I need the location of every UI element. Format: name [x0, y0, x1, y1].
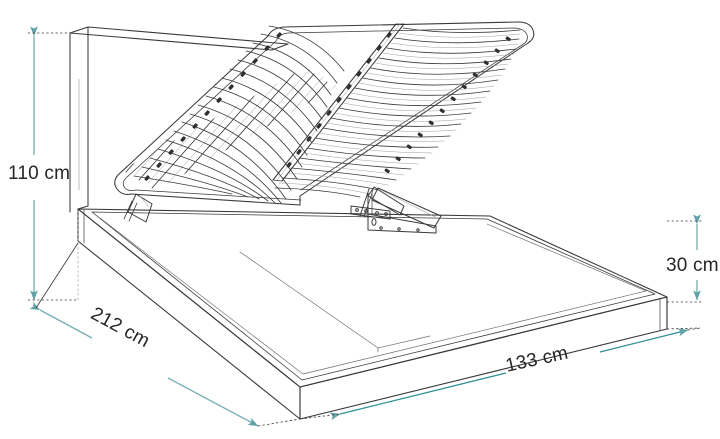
slat-holder-clips	[144, 32, 511, 181]
headboard	[69, 26, 289, 213]
storage-box	[77, 208, 668, 420]
dimension-length	[29, 302, 259, 427]
dimension-annotations	[28, 26, 703, 427]
dimension-label-box-height: 30 cm	[666, 255, 719, 276]
extension-line-width	[299, 327, 701, 420]
extension-line-length	[257, 418, 301, 427]
extension-tick-box-right	[666, 327, 701, 330]
slat-frame	[114, 21, 535, 206]
dimension-width	[329, 328, 689, 421]
extension-line-box-height	[667, 220, 703, 303]
gas-strut-left	[127, 193, 153, 223]
gas-strut-right	[371, 187, 442, 229]
leader-length-start	[35, 242, 79, 309]
slats-left-field	[133, 25, 345, 204]
lift-mechanism	[123, 186, 442, 234]
bracket-lower-plate	[367, 213, 437, 234]
slats-right-panel	[274, 27, 521, 198]
strut-upper-arm	[367, 186, 405, 216]
extension-line-height	[28, 32, 78, 301]
bed-body-linework	[69, 21, 668, 420]
dimension-label-height: 110 cm	[8, 163, 71, 184]
mounting-bracket	[350, 205, 391, 220]
